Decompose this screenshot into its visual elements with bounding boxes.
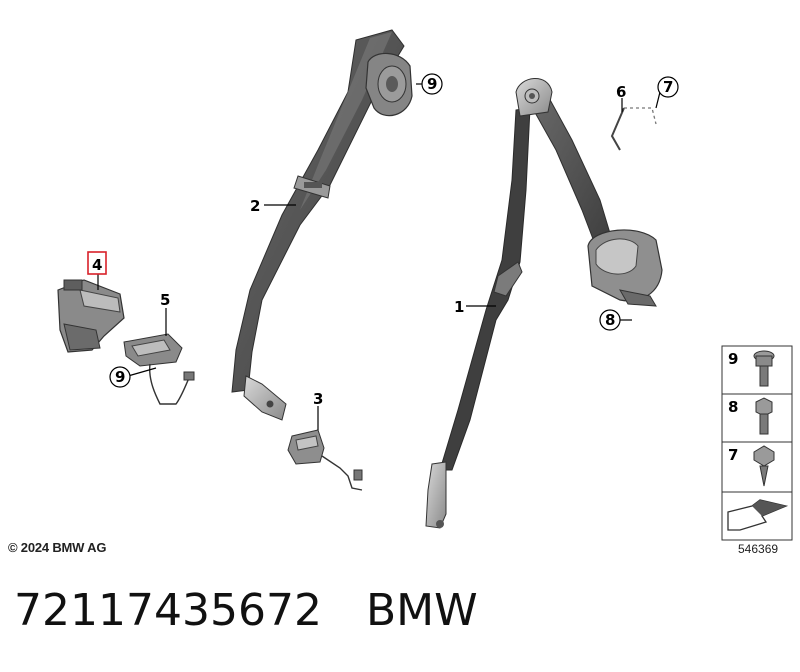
legend-item-7: 7 (728, 445, 775, 487)
svg-text:8: 8 (728, 398, 738, 416)
callout-4-label: 4 (92, 256, 102, 274)
belt-webbing-shoulder (527, 95, 613, 253)
torx-bolt-icon (753, 350, 775, 387)
callout-9-buckle: 9 (109, 366, 131, 388)
callout-7-bracket: 7 (657, 76, 679, 98)
buckle-with-sensor (123, 333, 195, 405)
svg-text:7: 7 (663, 78, 673, 96)
direction-arrow-icon (727, 499, 789, 531)
callout-1-label: 1 (454, 298, 464, 316)
rear-seat-belt-assembly (231, 29, 413, 421)
seat-belt-buckle-assembly[interactable] (57, 279, 125, 353)
svg-text:7: 7 (728, 446, 738, 464)
svg-text:9: 9 (115, 368, 125, 386)
lower-anchor-front (425, 461, 447, 529)
callout-5-label: 5 (160, 291, 170, 309)
svg-text:9: 9 (427, 75, 437, 93)
wire-bracket (610, 107, 657, 151)
belt-guide-loop (293, 175, 331, 199)
callout-4-highlight[interactable]: 4 (87, 251, 107, 275)
brand-name: BMW (365, 585, 478, 636)
part-number-line: 72117435672 BMW (14, 585, 478, 636)
callout-2-label: 2 (250, 197, 260, 215)
leader-lines (97, 83, 661, 430)
part-number: 72117435672 (14, 585, 322, 636)
fastener-legend: 9 8 7 (721, 345, 793, 541)
anchor-plate-rear (243, 375, 287, 421)
highlight-box (87, 251, 107, 275)
retractor-front (587, 229, 663, 307)
callout-8-retractor: 8 (599, 309, 621, 331)
self-tapping-screw-icon (753, 445, 775, 487)
belt-webbing-lap (439, 107, 531, 471)
legend-item-9: 9 (728, 350, 775, 387)
legend-item-8: 8 (728, 397, 773, 435)
svg-text:8: 8 (605, 311, 615, 329)
seat-belt-latch (287, 429, 363, 491)
callout-6-label: 6 (616, 83, 626, 101)
copyright-notice: © 2024 BMW AG (8, 540, 107, 555)
front-seat-belt-assembly (425, 78, 663, 529)
callout-3-label: 3 (313, 390, 323, 408)
hex-bolt-icon (755, 397, 773, 435)
svg-text:9: 9 (728, 350, 738, 368)
diagram-image-id: 546369 (738, 542, 779, 556)
retractor-rear (365, 52, 413, 117)
sliding-guide-front (493, 261, 523, 297)
upper-anchor-front (515, 78, 553, 117)
callout-9-retractor: 9 (421, 73, 443, 95)
